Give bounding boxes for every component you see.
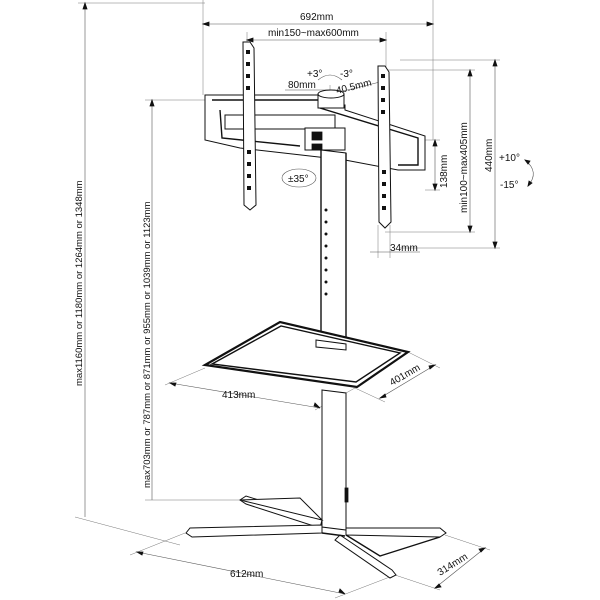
label-shelf-height-range: max703mm or 787mm or 871mm or 955mm or 1… — [142, 201, 153, 488]
column-holes — [324, 208, 328, 296]
label-bracket-height: 138mm — [439, 155, 450, 188]
label-overall-height: 440mm — [484, 139, 495, 172]
label-total-height-range: max1160mm or 1180mm or 1264mm or 1348mm — [74, 180, 85, 386]
label-depth-arm: 34mm — [390, 243, 418, 254]
label-tilt-minus: -15° — [500, 180, 518, 191]
label-base-width: 612mm — [230, 569, 263, 580]
label-tilt-plus: +10° — [499, 153, 520, 164]
label-vesa-vertical: min100~max405mm — [459, 122, 470, 213]
label-tilt-up: +3° — [307, 69, 322, 80]
label-overall-width: 692mm — [300, 12, 333, 23]
label-offset-80: 80mm — [288, 80, 316, 91]
glass-shelf — [201, 320, 411, 389]
upright-column — [320, 149, 349, 531]
dimension-lines — [74, 0, 534, 599]
base-feet — [185, 495, 447, 579]
left-arm-holes — [246, 50, 251, 190]
tv-mount-bracket — [204, 41, 426, 229]
label-base-depth: 314mm — [436, 552, 470, 579]
label-swivel: ±35° — [288, 174, 309, 185]
label-tilt-down: -3° — [340, 69, 353, 80]
right-arm-holes — [381, 74, 386, 210]
label-shelf-width: 413mm — [222, 390, 255, 401]
label-vesa-horizontal: min150~max600mm — [268, 28, 359, 39]
label-offset-40: 40.5mm — [335, 77, 373, 96]
